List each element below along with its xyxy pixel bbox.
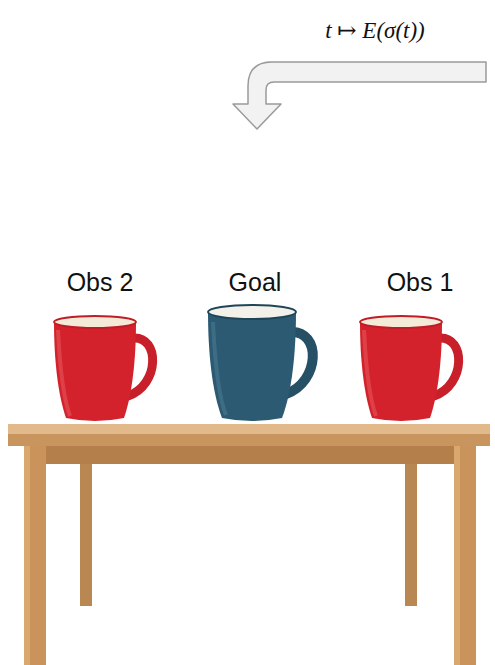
object-label: Obs 2: [67, 268, 134, 297]
object-label: Obs 1: [387, 268, 454, 297]
red-mug: [54, 316, 153, 421]
blue-mug: [208, 305, 313, 421]
table-apron: [24, 446, 476, 464]
table-leg: [80, 458, 92, 606]
table-leg: [24, 446, 46, 665]
red-mug: [360, 316, 459, 421]
table-leg: [454, 446, 476, 665]
object-label: Goal: [229, 268, 282, 297]
table-leg: [405, 458, 417, 606]
table-leg-highlight: [24, 446, 30, 665]
table-leg-highlight: [454, 446, 460, 665]
table-edge: [8, 434, 490, 446]
curved-arrow: [233, 62, 486, 129]
table-top: [8, 424, 490, 434]
math-label: t ↦ E(σ(t)): [325, 17, 425, 44]
